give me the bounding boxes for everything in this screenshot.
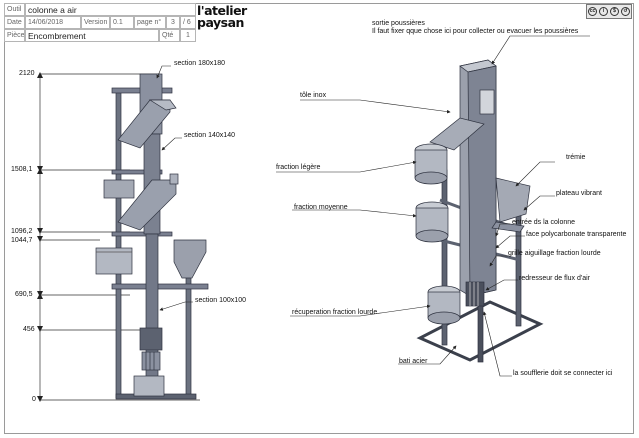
label-face-polycarbonate: face polycarbonate transparente [526,231,627,238]
label-tremie: trémie [566,154,586,161]
label-section-140: section 140x140 [184,132,235,139]
label-fraction-legere: fraction légère [276,164,321,171]
label-redresseur: redresseur de flux d'air [519,275,590,282]
logo-line2: paysan [197,15,244,30]
date-label: Date [4,16,25,29]
label-tole-inox: tôle inox [300,92,327,99]
outil-value: colonne a air [25,3,196,16]
label-soufflerie: la soufflerie doit se connecter ici [513,370,613,377]
label-grille-aiguillage: grille aiguillage fraction lourde [508,250,601,257]
version-label: Version [81,16,110,29]
cc-text: cc [588,7,597,16]
page-total: / 6 [180,16,196,29]
tick-0: 0 [32,396,36,403]
tick-1508: 1508,1 [11,166,33,173]
label-plateau-vibrant: plateau vibrant [556,190,602,197]
drawing-frame [4,3,634,434]
label-entree-colonne: entrée ds la colonne [512,219,576,226]
page-label: page n° [134,16,166,29]
sa-icon: ↺ [621,7,630,16]
label-section-100: section 100x100 [195,297,246,304]
tick-1044: 1044,7 [11,237,33,244]
tick-690: 690,5 [15,291,33,298]
version-value: 0.1 [110,16,134,29]
label-sortie-title: sortie poussières [372,20,425,27]
isometric-leaders [276,35,590,377]
elevation-dimension-arrows [37,72,43,402]
label-fraction-moyenne: fraction moyenne [294,204,348,211]
tick-2120: 2120 [19,70,35,77]
isometric-view [414,59,544,363]
piece-label: Pièce [4,29,25,42]
qte-label: Qté [159,29,180,42]
label-sortie-note: Il faut fixer qque chose ici pour collec… [372,28,579,35]
label-section-180: section 180x180 [174,60,225,67]
tick-1096: 1096,2 [11,228,33,235]
qte-value: 1 [180,29,196,42]
label-bati-acier: bati acier [399,358,428,365]
logo-line1: l'atelier [197,3,247,18]
by-icon: i [599,7,608,16]
piece-value: Encombrement [25,29,159,42]
nc-icon: $ [610,7,619,16]
date-value: 14/06/2018 [25,16,81,29]
elevation-view [95,73,209,400]
tick-456: 456 [23,326,35,333]
outil-label: Outil [4,3,25,16]
label-recuperation: récuperation fraction lourde [292,309,378,316]
elevation-leaders [156,65,193,311]
page-value: 3 [166,16,180,29]
creative-commons-icon: cc i $ ↺ [586,4,632,19]
atelier-paysan-logo: l'atelier paysan [197,3,247,30]
